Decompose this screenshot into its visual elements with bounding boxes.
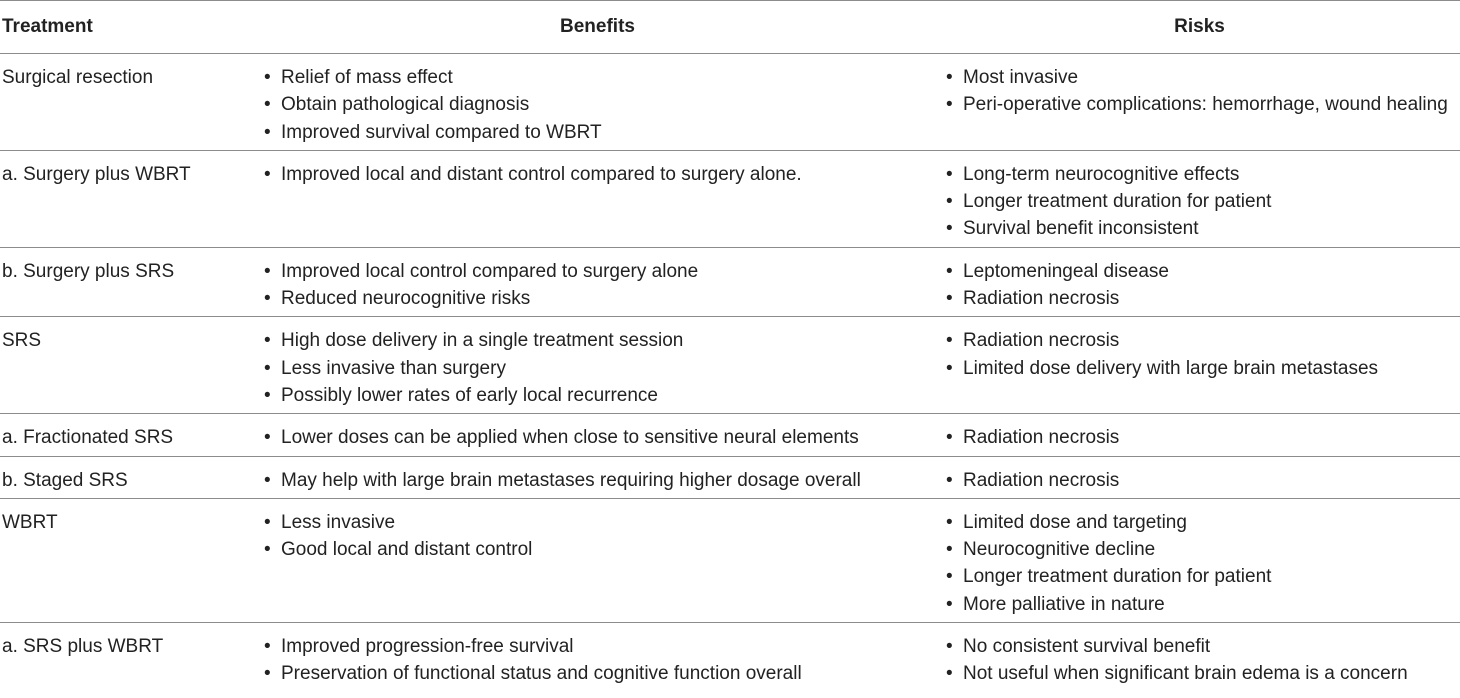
risk-list: Radiation necrosis <box>946 424 1460 452</box>
table-row: a. Fractionated SRS Lower doses can be ap… <box>0 413 1460 457</box>
table-header: Treatment Benefits Risks <box>0 0 1460 54</box>
header-treatment: Treatment <box>0 0 256 54</box>
table-row: SRS High dose delivery in a single treatm… <box>0 316 1460 415</box>
risks-cell: Long-term neurocognitive effectsLonger t… <box>939 150 1460 248</box>
header-risks: Risks <box>939 0 1460 54</box>
benefit-item: Reduced neurocognitive risks <box>264 285 939 313</box>
benefit-item: May help with large brain metastases req… <box>264 467 939 495</box>
table-row: a. SRS plus WBRT Improved progression-fre… <box>0 623 1460 692</box>
risk-item: Radiation necrosis <box>946 327 1460 355</box>
benefit-item: Lower doses can be applied when close to… <box>264 424 939 452</box>
risk-item: Limited dose delivery with large brain m… <box>946 355 1460 383</box>
risk-item: Longer treatment duration for patient <box>946 188 1460 216</box>
treatment-cell: Surgical resection <box>0 53 256 151</box>
treatment-cell: b. Staged SRS <box>0 456 256 499</box>
risks-cell: No consistent survival benefitNot useful… <box>939 623 1460 692</box>
risk-item: Leptomeningeal disease <box>946 258 1460 286</box>
risk-item: Neurocognitive decline <box>946 536 1460 564</box>
risk-item: No consistent survival benefit <box>946 633 1460 661</box>
treatment-cell: a. SRS plus WBRT <box>2 636 164 658</box>
benefit-item: Improved progression-free survival <box>264 633 939 661</box>
risk-list: Long-term neurocognitive effectsLonger t… <box>946 161 1460 243</box>
benefit-item: Less invasive than surgery <box>264 355 939 383</box>
risk-item: Longer treatment duration for patient <box>946 563 1460 591</box>
benefits-cell: Improved progression-free survivalPreser… <box>256 623 939 692</box>
benefit-item: Good local and distant control <box>264 536 939 564</box>
table-row: a. Surgery plus WBRT Improved local and d… <box>0 150 1460 248</box>
benefit-item: Preservation of functional status and co… <box>264 660 939 688</box>
risks-cell: Limited dose and targetingNeurocognitive… <box>939 498 1460 624</box>
benefit-list: High dose delivery in a single treatment… <box>264 327 939 409</box>
benefit-item: Improved survival compared to WBRT <box>264 119 939 147</box>
benefit-list: Relief of mass effectObtain pathological… <box>264 64 939 146</box>
benefit-item: Improved local and distant control compa… <box>264 161 939 189</box>
header-benefits: Benefits <box>256 0 939 54</box>
benefits-cell: Improved local and distant control compa… <box>256 150 939 248</box>
risk-item: Radiation necrosis <box>946 424 1460 452</box>
benefit-list: Improved local and distant control compa… <box>264 161 939 189</box>
treatment-cell: SRS <box>0 316 256 415</box>
benefits-cell: High dose delivery in a single treatment… <box>256 316 939 415</box>
risk-list: Most invasivePeri-operative complication… <box>946 64 1460 119</box>
risk-list: Limited dose and targetingNeurocognitive… <box>946 509 1460 618</box>
treatment-cell: WBRT <box>0 498 256 624</box>
risk-list: Radiation necrosisLimited dose delivery … <box>946 327 1460 382</box>
risk-item: Radiation necrosis <box>946 285 1460 313</box>
treatment-cell: b. Surgery plus SRS <box>0 247 256 318</box>
risk-list: Leptomeningeal diseaseRadiation necrosis <box>946 258 1460 313</box>
benefit-item: Relief of mass effect <box>264 64 939 92</box>
header-row: Treatment Benefits Risks <box>0 0 1460 54</box>
benefits-cell: May help with large brain metastases req… <box>256 456 939 499</box>
table-row: WBRTLess invasiveGood local and distant … <box>0 498 1460 624</box>
risk-item: Not useful when significant brain edema … <box>946 660 1460 688</box>
risk-item: Long-term neurocognitive effects <box>946 161 1460 189</box>
risks-cell: Leptomeningeal diseaseRadiation necrosis <box>939 247 1460 318</box>
table-body: Surgical resectionRelief of mass effectO… <box>0 53 1460 692</box>
benefits-cell: Improved local control compared to surge… <box>256 247 939 318</box>
risk-item: Radiation necrosis <box>946 467 1460 495</box>
benefit-item: Improved local control compared to surge… <box>264 258 939 286</box>
benefit-item: Obtain pathological diagnosis <box>264 91 939 119</box>
treatment-cell: a. Fractionated SRS <box>0 413 256 457</box>
benefits-cell: Less invasiveGood local and distant cont… <box>256 498 939 624</box>
risks-cell: Radiation necrosisLimited dose delivery … <box>939 316 1460 415</box>
table-row: Surgical resectionRelief of mass effectO… <box>0 53 1460 151</box>
risk-list: No consistent survival benefitNot useful… <box>946 633 1460 688</box>
benefit-list: Improved progression-free survivalPreser… <box>264 633 939 688</box>
treatment-cell: a. Surgery plus WBRT <box>0 150 256 248</box>
risk-list: Radiation necrosis <box>946 467 1460 495</box>
benefits-cell: Lower doses can be applied when close to… <box>256 413 939 457</box>
benefit-item: High dose delivery in a single treatment… <box>264 327 939 355</box>
risk-item: Survival benefit inconsistent <box>946 215 1460 243</box>
risk-item: More palliative in nature <box>946 591 1460 619</box>
risk-item: Most invasive <box>946 64 1460 92</box>
risks-cell: Most invasivePeri-operative complication… <box>939 53 1460 151</box>
risks-cell: Radiation necrosis <box>939 413 1460 457</box>
table-row: b. Staged SRS May help with large brain m… <box>0 456 1460 499</box>
risk-item: Peri-operative complications: hemorrhage… <box>946 91 1460 119</box>
benefits-cell: Relief of mass effectObtain pathological… <box>256 53 939 151</box>
risks-cell: Radiation necrosis <box>939 456 1460 499</box>
benefit-list: Lower doses can be applied when close to… <box>264 424 939 452</box>
benefit-list: May help with large brain metastases req… <box>264 467 939 495</box>
table-row: b. Surgery plus SRS Improved local contro… <box>0 247 1460 318</box>
benefit-list: Less invasiveGood local and distant cont… <box>264 509 939 564</box>
risk-item: Limited dose and targeting <box>946 509 1460 537</box>
benefit-list: Improved local control compared to surge… <box>264 258 939 313</box>
benefit-item: Possibly lower rates of early local recu… <box>264 382 939 410</box>
benefit-item: Less invasive <box>264 509 939 537</box>
